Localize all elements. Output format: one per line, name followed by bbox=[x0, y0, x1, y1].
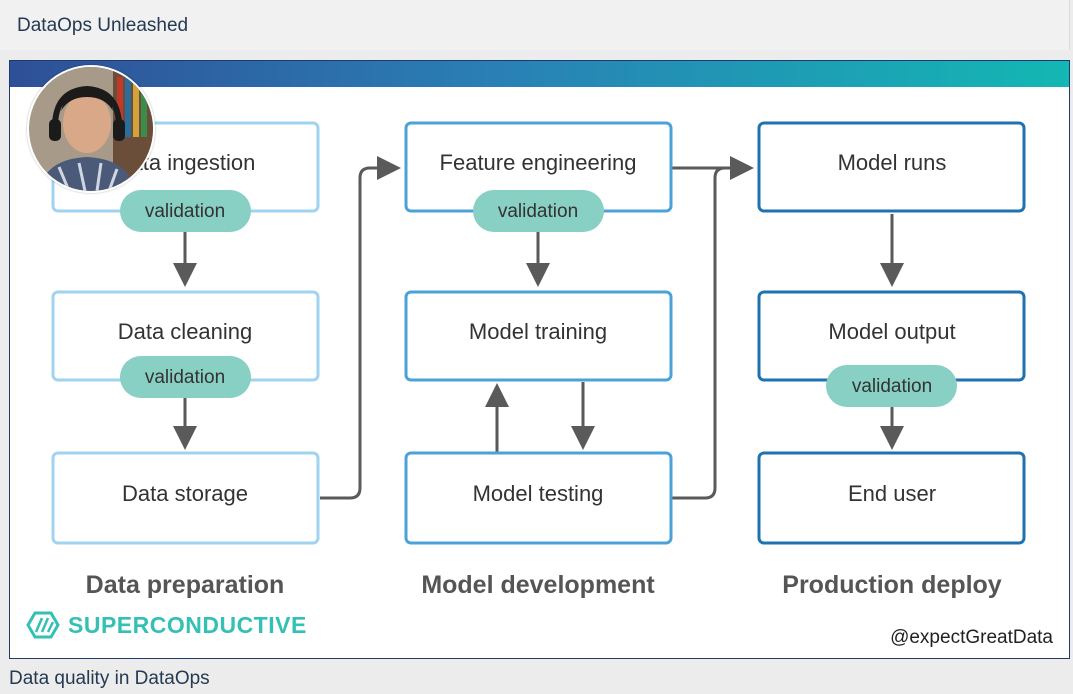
presenter-avatar bbox=[27, 65, 155, 193]
validation-pill: validation bbox=[473, 190, 604, 232]
pill-label: validation bbox=[852, 376, 932, 397]
brand-name: SUPERCONDUCTIVE bbox=[68, 611, 307, 638]
column-label-data-preparation: Data preparation bbox=[86, 571, 285, 599]
node-label: Data cleaning bbox=[118, 319, 253, 344]
node-label: End user bbox=[848, 481, 936, 506]
page-title: DataOps Unleashed bbox=[17, 15, 189, 36]
validation-pill: validation bbox=[120, 356, 251, 398]
node-label: Data storage bbox=[122, 481, 248, 506]
validation-pill: validation bbox=[120, 190, 251, 232]
pill-label: validation bbox=[145, 201, 225, 222]
node-label: Model output bbox=[828, 319, 955, 344]
node-model-output: Model output bbox=[757, 290, 1026, 382]
column-label-model-development: Model development bbox=[421, 571, 655, 599]
node-label: Model testing bbox=[473, 481, 604, 506]
node-feature-engineering: Feature engineering bbox=[404, 121, 673, 213]
arrow-storage-to-feature bbox=[320, 156, 401, 500]
node-model-testing: Model testing bbox=[404, 451, 673, 545]
superconductive-logo-icon bbox=[26, 611, 60, 639]
pipeline-diagram: Data ingestion validation Data cleaning … bbox=[51, 121, 1026, 599]
slide-gradient-bar bbox=[10, 61, 1069, 87]
pill-label: validation bbox=[145, 367, 225, 388]
connectors bbox=[173, 156, 904, 500]
node-model-training: Model training bbox=[404, 290, 673, 382]
node-data-storage: Data storage bbox=[51, 451, 320, 545]
brand-logo: SUPERCONDUCTIVE bbox=[26, 610, 307, 640]
node-data-cleaning: Data cleaning bbox=[51, 290, 320, 382]
slide-frame: Data ingestion validation Data cleaning … bbox=[9, 60, 1070, 659]
node-model-runs: Model runs bbox=[757, 121, 1026, 213]
node-end-user: End user bbox=[757, 451, 1026, 545]
validation-pill: validation bbox=[826, 365, 957, 407]
node-label: Feature engineering bbox=[440, 150, 637, 175]
pill-label: validation bbox=[498, 201, 578, 222]
slide-caption: Data quality in DataOps bbox=[9, 668, 210, 689]
node-label: Model training bbox=[469, 319, 607, 344]
twitter-handle: @expectGreatData bbox=[890, 627, 1053, 648]
arrow-testing-to-runs bbox=[672, 166, 726, 500]
node-label: Model runs bbox=[838, 150, 947, 175]
column-label-production-deploy: Production deploy bbox=[782, 571, 1002, 599]
header: DataOps Unleashed bbox=[0, 0, 1070, 50]
